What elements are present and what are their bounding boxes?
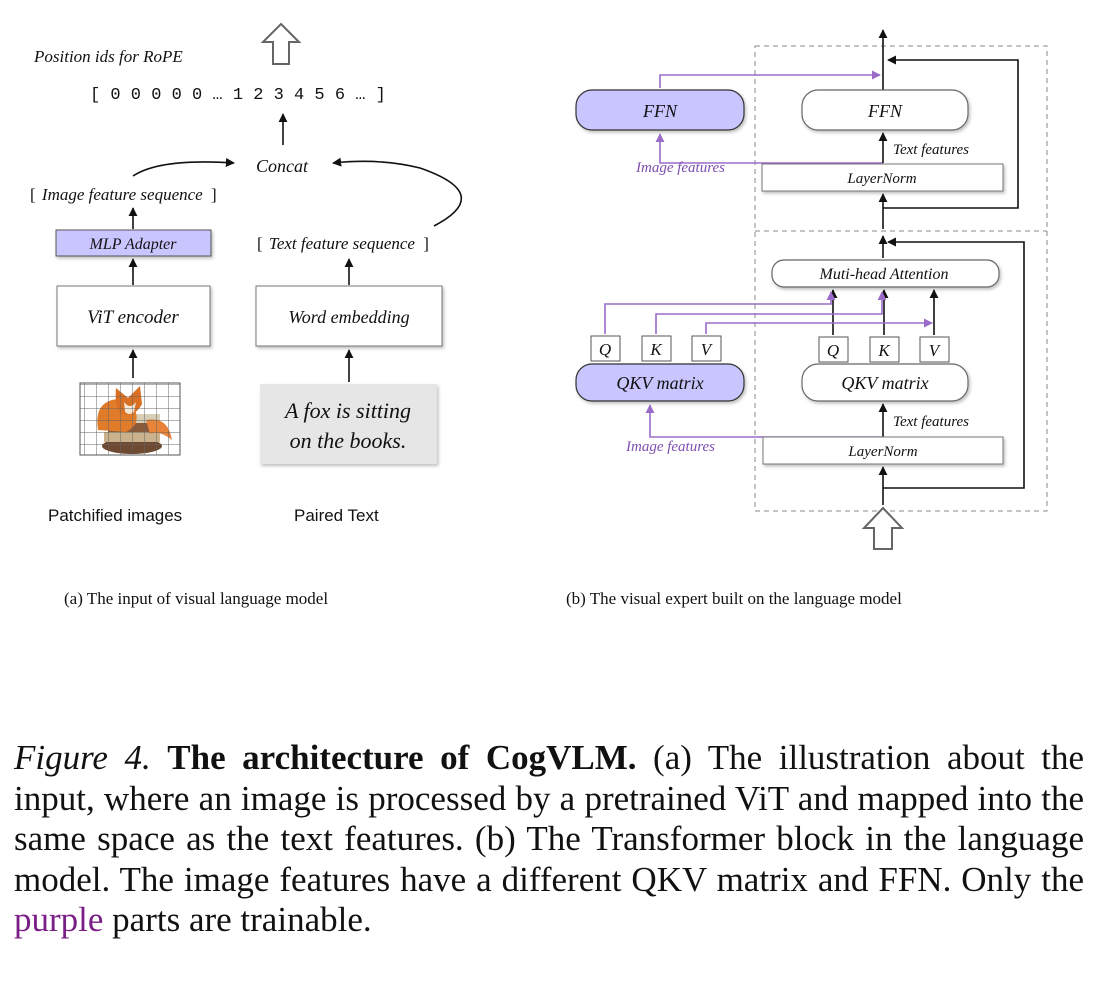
attention-label: Muti-head Attention: [818, 266, 948, 283]
word-embedding-label: Word embedding: [288, 307, 409, 327]
ffn-image-output-arrow: [659, 70, 881, 88]
word-embedding-box: [255, 285, 443, 347]
ffn-residual-arrow: [883, 55, 1019, 209]
image-sequence-label: [ Image feature sequence ]: [30, 185, 217, 204]
paired-text-line1: A fox is sitting: [283, 398, 411, 423]
mlp-adapter-label: MLP Adapter: [89, 236, 178, 253]
k-image-box: [641, 335, 672, 362]
patchified-images-label: Patchified images: [48, 506, 182, 525]
qkv-image-box: [575, 363, 745, 402]
rope-label: Position ids for RoPE: [33, 47, 183, 66]
caption-purple-word: purple: [14, 900, 104, 939]
attention-residual-arrow: [883, 237, 1025, 489]
caption-body-before: (a) The illustration about the input, wh…: [14, 738, 1084, 899]
figure-caption: Figure 4. The architecture of CogVLM. (a…: [14, 738, 1084, 941]
layernorm-top-box: [761, 163, 1004, 192]
q-image-route: [604, 291, 836, 334]
image-to-concat-arrow: [132, 157, 235, 177]
v-text-label: V: [929, 341, 942, 360]
k-image-label: K: [649, 340, 663, 359]
layernorm-top-label: LayerNorm: [846, 171, 916, 187]
vit-encoder-label: ViT encoder: [87, 307, 179, 328]
text-features-bottom-label: Text features: [893, 414, 969, 430]
k-text-box: [869, 336, 900, 363]
image-features-top-label: Image features: [635, 160, 725, 176]
patchified-fox-image: [79, 382, 181, 456]
qkv-text-box: [801, 363, 969, 402]
paired-text-label: Paired Text: [294, 506, 379, 525]
attention-box: [771, 259, 1000, 288]
input-up-arrow-icon: [861, 506, 905, 550]
q-image-label: Q: [599, 340, 611, 359]
paired-text-box: [260, 384, 437, 464]
caption-title: The architecture of CogVLM.: [167, 738, 637, 777]
caption-label: Figure 4.: [14, 738, 151, 777]
vit-encoder-box: [56, 285, 211, 347]
subcaption-a: (a) The input of visual language model: [64, 589, 328, 608]
v-image-label: V: [701, 340, 714, 359]
image-features-bottom-label: Image features: [625, 439, 715, 455]
ffn-image-box: [575, 89, 745, 131]
v-image-box: [691, 335, 722, 362]
position-ids: [ 0 0 0 0 0 … 1 2 3 4 5 6 … ]: [90, 86, 386, 105]
panel-a: Position ids for RoPE [ 0 0 0 0 0 … 1 2 …: [30, 22, 463, 608]
q-image-box: [590, 335, 621, 362]
layernorm-bottom-label: LayerNorm: [847, 444, 917, 460]
paired-text-line2: on the books.: [290, 428, 407, 453]
q-text-box: [818, 336, 849, 363]
v-text-box: [919, 336, 950, 363]
ffn-text-box: [801, 89, 969, 131]
qkv-text-label: QKV matrix: [841, 373, 928, 393]
k-image-route: [655, 291, 887, 334]
image-features-to-qkv-arrow: [645, 404, 883, 438]
panel-b: FFN FFN Image features Text features Lay…: [566, 29, 1048, 608]
subcaption-b: (b) The visual expert built on the langu…: [566, 589, 902, 608]
v-image-route: [705, 318, 933, 334]
text-sequence-label: [ Text feature sequence ]: [257, 234, 429, 253]
output-up-arrow-icon: [260, 22, 302, 65]
qkv-image-label: QKV matrix: [616, 373, 703, 393]
transformer-block-frame: [754, 45, 1048, 512]
architecture-figure: Position ids for RoPE [ 0 0 0 0 0 … 1 2 …: [30, 22, 1048, 608]
ffn-image-label: FFN: [642, 101, 678, 121]
text-to-concat-arrow: [332, 157, 463, 227]
concat-label: Concat: [256, 156, 309, 176]
mlp-adapter-box: [55, 229, 212, 257]
k-text-label: K: [877, 341, 891, 360]
caption-body-after: parts are trainable.: [112, 900, 372, 939]
image-features-to-ffn-arrow: [655, 133, 883, 164]
ffn-text-label: FFN: [867, 101, 903, 121]
q-text-label: Q: [827, 341, 839, 360]
text-features-top-label: Text features: [893, 142, 969, 158]
layernorm-bottom-box: [762, 436, 1004, 465]
